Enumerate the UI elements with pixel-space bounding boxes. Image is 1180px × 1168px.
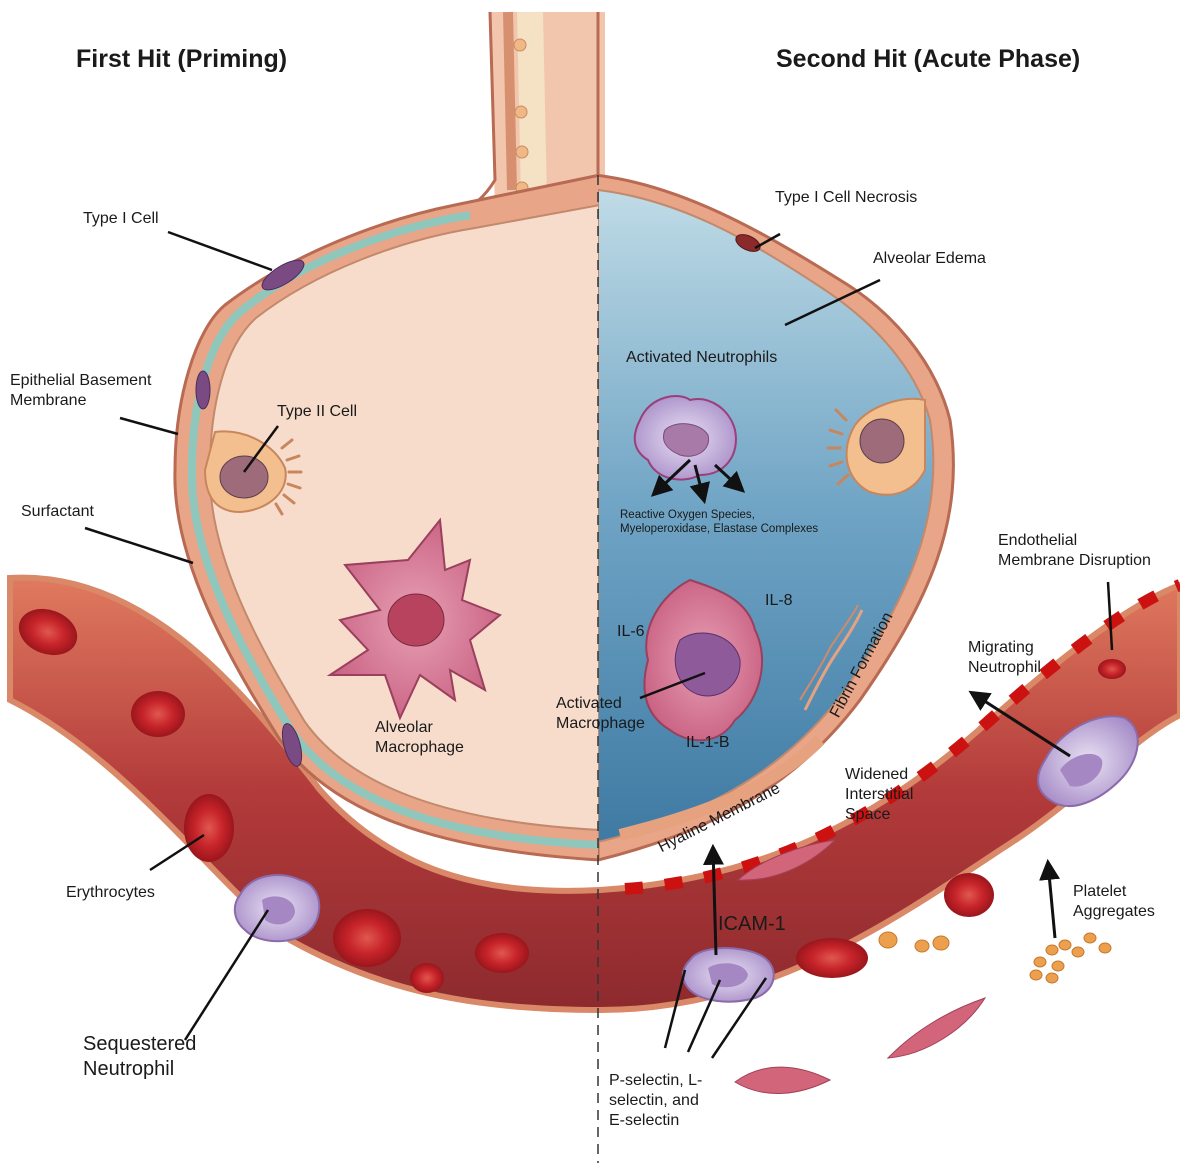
label-activated-macrophage: Activated Macrophage <box>556 694 645 734</box>
label-endothelial-membrane-disruption: Endothelial Membrane Disruption <box>998 531 1151 571</box>
adhered-neutrophil-cell <box>683 948 774 1002</box>
label-widened-interstitial-space: Widened Interstitial Space <box>845 765 913 825</box>
sequestered-neutrophil-cell <box>235 875 319 941</box>
label-icam1: ICAM-1 <box>718 912 786 937</box>
label-alveolar-macrophage: Alveolar Macrophage <box>375 718 464 758</box>
left-title: First Hit (Priming) <box>76 45 287 74</box>
label-platelet-aggregates: Platelet Aggregates <box>1073 882 1155 922</box>
label-selectins: P-selectin, L- selectin, and E-selectin <box>609 1071 702 1131</box>
platelets <box>879 932 1111 983</box>
label-erythrocytes: Erythrocytes <box>66 883 155 903</box>
label-type1-cell: Type I Cell <box>83 209 159 229</box>
label-type1-cell-necrosis: Type I Cell Necrosis <box>775 188 917 208</box>
right-title: Second Hit (Acute Phase) <box>776 45 1080 74</box>
label-ros: Reactive Oxygen Species, Myeloperoxidase… <box>620 508 818 537</box>
label-migrating-neutrophil: Migrating Neutrophil <box>968 638 1041 678</box>
label-type2-cell: Type II Cell <box>277 402 357 422</box>
label-alveolar-edema: Alveolar Edema <box>873 249 986 269</box>
label-epithelial-basement-membrane: Epithelial Basement Membrane <box>10 371 151 411</box>
label-sequestered-neutrophil: Sequestered Neutrophil <box>83 1032 196 1082</box>
label-il8: IL-8 <box>765 591 793 611</box>
label-il6: IL-6 <box>617 622 645 642</box>
label-il1b: IL-1-B <box>686 733 730 753</box>
label-surfactant: Surfactant <box>21 502 94 522</box>
label-activated-neutrophils: Activated Neutrophils <box>626 348 777 368</box>
